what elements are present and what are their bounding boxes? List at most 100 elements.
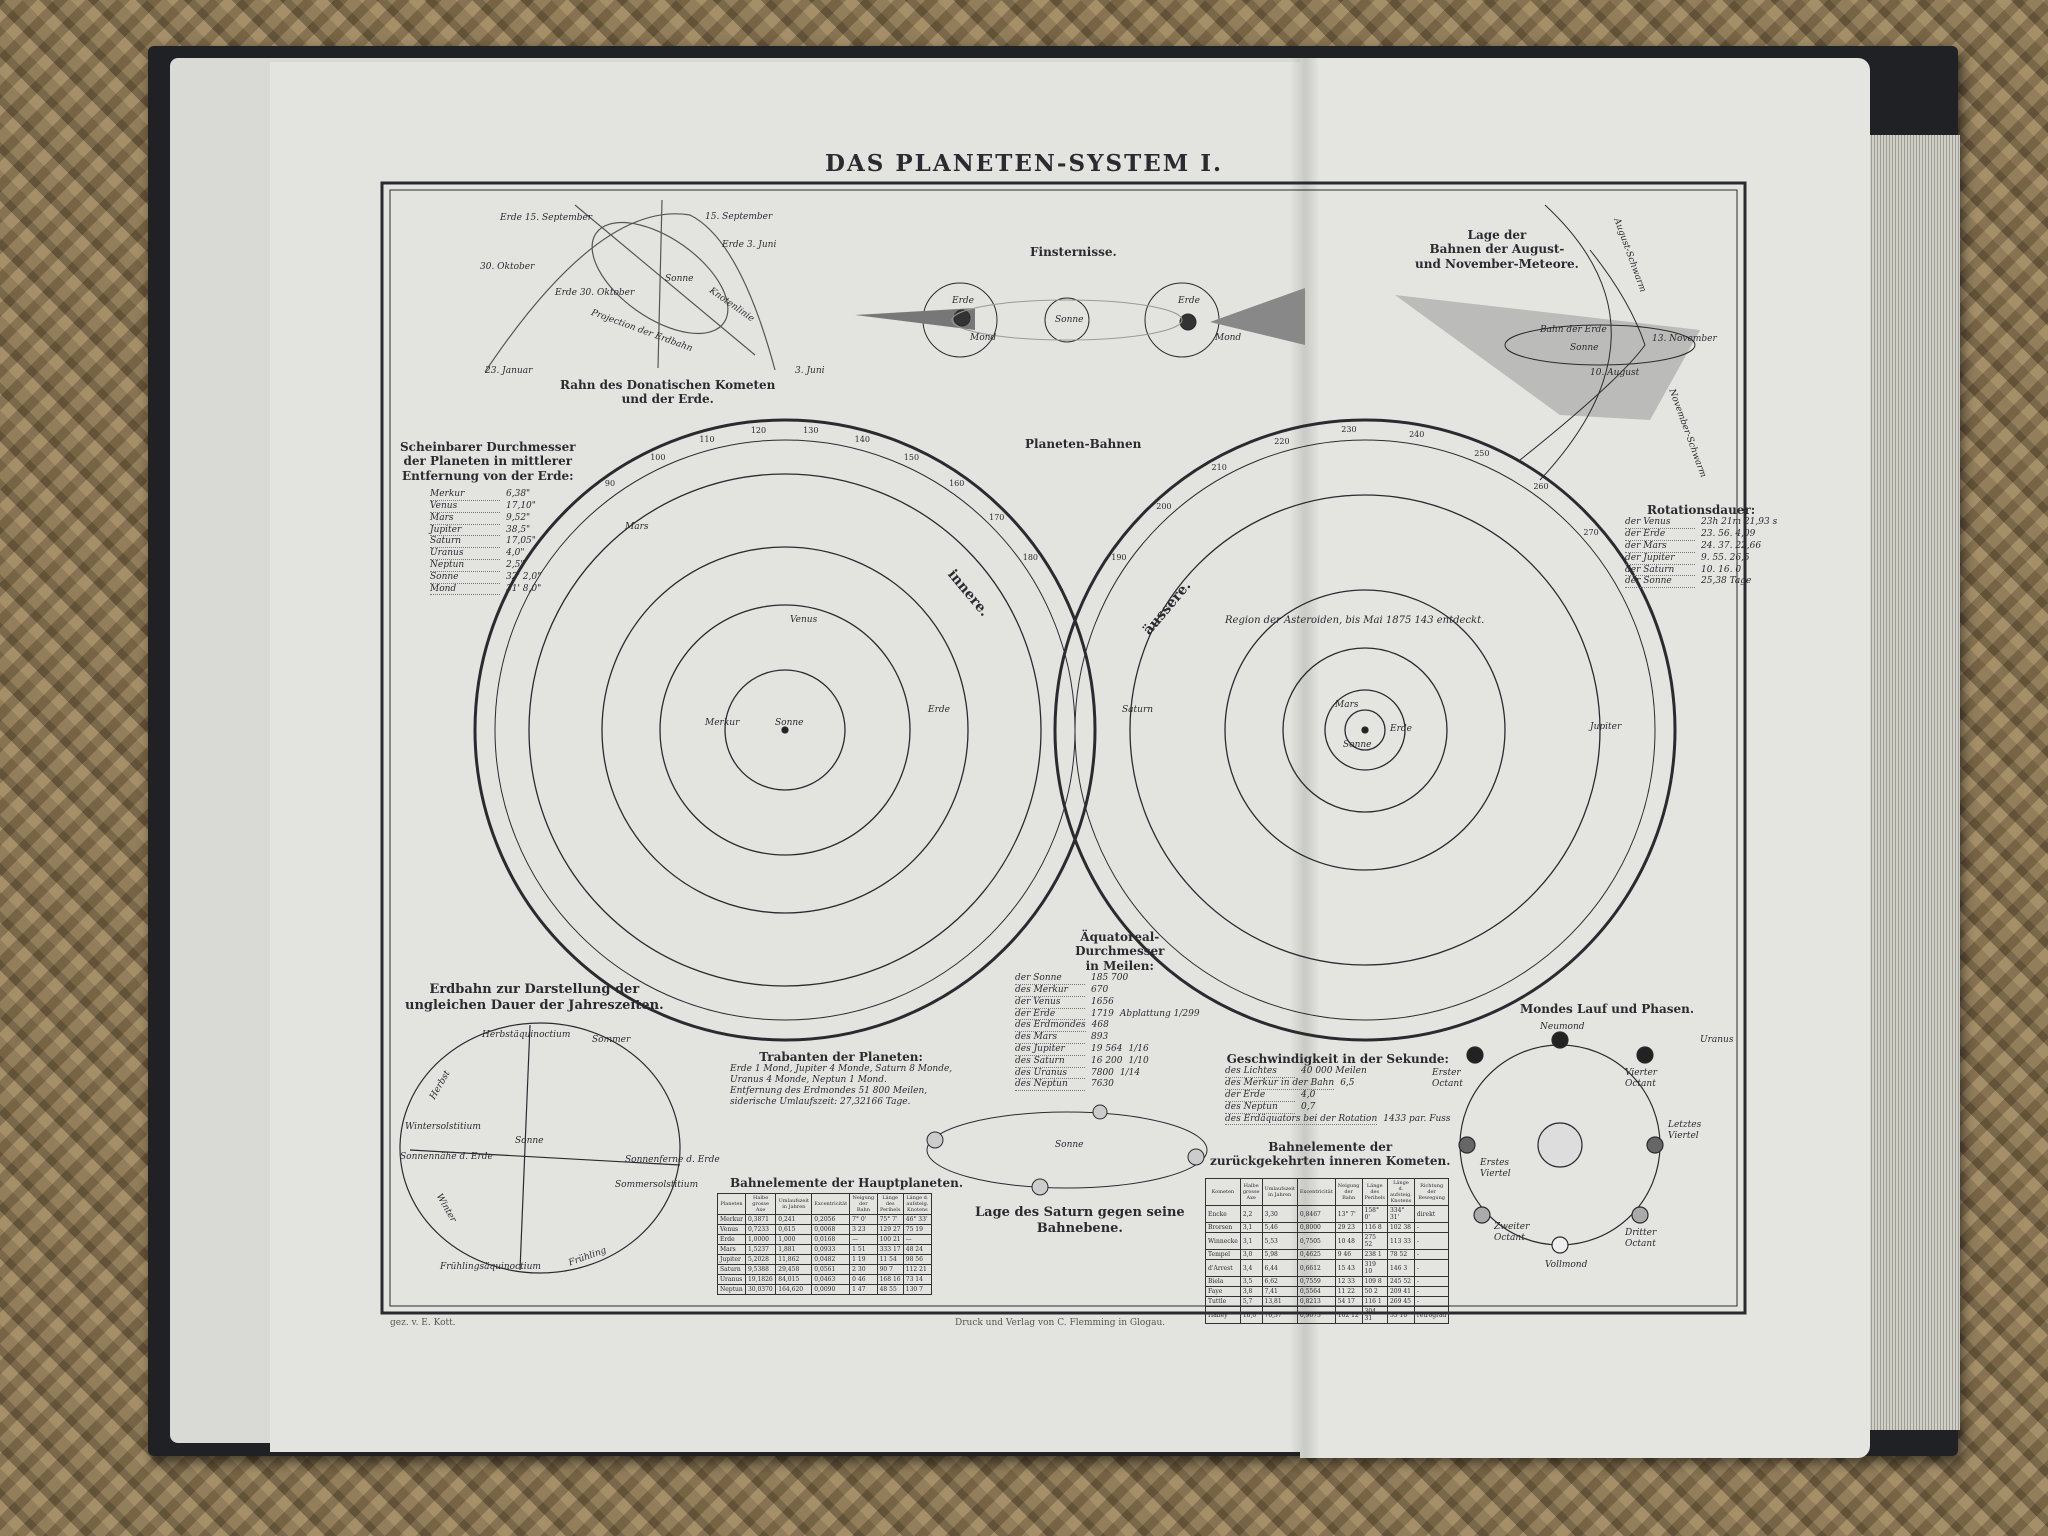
comet-label: 3. Juni [795, 366, 825, 376]
table-cell: 209 41 [1386, 1286, 1415, 1297]
degree-tick-label: 100 [650, 453, 666, 463]
legend-value: 9,52" [506, 512, 531, 523]
legend-key: des Saturn [1015, 1056, 1085, 1068]
table-cell: 319 10 [1361, 1259, 1388, 1277]
table-header: Länge d. aufsteig. Knotens [1386, 1178, 1415, 1206]
title-line: Durchmesser [1075, 944, 1165, 959]
table-cell: Mars [717, 1244, 746, 1255]
table-cell: 1 47 [849, 1284, 878, 1295]
comet-label: Sonne [665, 274, 694, 284]
table-cell: 0,7233 [744, 1224, 777, 1235]
legend-value: 893 [1091, 1032, 1109, 1043]
legend-key: Mars [430, 513, 500, 525]
table-cell: 9 46 [1334, 1249, 1363, 1260]
table-cell: 2 30 [849, 1264, 878, 1275]
comet-label: Erde 15. September [500, 213, 593, 223]
table-cell: Encke [1205, 1205, 1241, 1223]
legend-key: der Mars [1625, 541, 1695, 553]
table-cell: 75 19 [902, 1224, 933, 1235]
table-cell: 3,8 [1239, 1286, 1263, 1297]
table-header: Excentricität [1296, 1178, 1336, 1206]
table-header: Umlaufszeit in Jahren [775, 1193, 813, 1215]
comet-diagram [484, 199, 776, 373]
moon-phase-label: Neumond [1540, 1022, 1585, 1032]
moon-phase-label: Vierter Octant [1625, 1068, 1658, 1089]
table-cell: 13° 7' [1334, 1205, 1363, 1223]
title-line: Erdbahn zur Darstellung der [429, 982, 640, 997]
table-cell: — [849, 1234, 878, 1245]
table-cell: 0,0482 [811, 1254, 851, 1265]
table-cell: 15 43 [1334, 1259, 1363, 1277]
moon-phase-label: Letztes Viertel [1668, 1120, 1702, 1141]
legend-value: 23. 56. 4,09 [1701, 529, 1756, 540]
table-cell: 5,7 [1239, 1296, 1263, 1307]
degree-tick-label: 210 [1211, 462, 1227, 472]
legend-key: Mond [430, 584, 500, 596]
season-label: Herbstäquinoctium [482, 1030, 571, 1040]
table-cell: Merkur [717, 1214, 746, 1225]
legend-value: 6,5 [1340, 1078, 1355, 1089]
eclipse-label: Erde [952, 296, 974, 306]
meteor-label: Sonne [1570, 343, 1599, 353]
legend-key: der Jupiter [1625, 553, 1695, 565]
apparent-diameter-legend: Scheinbarer Durchmesser der Planeten in … [400, 440, 576, 596]
legend-key: des Mars [1015, 1032, 1085, 1044]
caption-line: Lage des Saturn gegen seine [975, 1205, 1185, 1220]
table-cell: 0,0168 [811, 1234, 851, 1245]
table-cell: 18,0 [1239, 1306, 1263, 1324]
legend-value: 25,38 Tage [1701, 576, 1752, 587]
satellites-legend: Trabanten der Planeten: Erde 1 Mond, Jup… [730, 1050, 952, 1108]
title-line: in Meilen: [1085, 958, 1154, 973]
outer-planets-orbits [1053, 418, 1677, 1042]
table-header: Umlaufszeit in Jahren [1261, 1178, 1298, 1206]
table-cell: 0,9673 [1296, 1306, 1336, 1324]
season-label: Sonnenferne d. Erde [625, 1155, 720, 1165]
table-cell: 54 17 [1334, 1296, 1363, 1307]
legend-value: 185 700 [1091, 973, 1129, 984]
caption-line: und der Erde. [621, 392, 714, 407]
legend-value: 23h 21m 21,93 s [1701, 517, 1778, 528]
text-line: Entfernung des Erdmondes 51 800 Meilen, [730, 1085, 928, 1096]
legend-key: Uranus [430, 548, 500, 560]
meteors-title: Lage der Bahnen der August- und November… [1415, 228, 1579, 271]
table-header: Länge d. aufsteig. Knotens [902, 1193, 933, 1215]
title-line: ungleichen Dauer der Jahreszeiten. [405, 997, 664, 1013]
table-cell: 275 52 [1361, 1232, 1388, 1250]
legend-value: 1433 par. Fuss [1383, 1113, 1451, 1124]
degree-tick-label: 160 [949, 479, 965, 489]
table-cell: 73 14 [902, 1274, 933, 1285]
comet-label: 15. September [705, 212, 773, 222]
table-cell: - [1413, 1222, 1450, 1233]
table-cell: 19,1826 [744, 1274, 777, 1285]
legend-key: des Merkur in der Bahn [1225, 1078, 1335, 1090]
table-cell: Tempel [1205, 1249, 1241, 1260]
title-line: Bahnen der August- [1429, 242, 1565, 257]
legend-value: 1/10 [1128, 1055, 1149, 1066]
degree-tick-label: 130 [803, 426, 819, 436]
table-cell: 0,8467 [1296, 1205, 1336, 1223]
table-cell: Halley [1205, 1306, 1241, 1324]
table-cell: 3,1 [1239, 1232, 1263, 1250]
season-label: Sonne [515, 1136, 544, 1146]
table-cell: d'Arrest [1205, 1259, 1241, 1277]
table-cell: 0,6612 [1296, 1259, 1336, 1277]
legend-value: 16 200 [1091, 1055, 1123, 1066]
table-cell: 50 2 [1361, 1286, 1388, 1297]
table-cell: 2,2 [1239, 1205, 1263, 1223]
table-cell: 1,5237 [744, 1244, 777, 1255]
eclipse-label: Sonne [1055, 315, 1084, 325]
table-cell: 3,4 [1239, 1259, 1263, 1277]
